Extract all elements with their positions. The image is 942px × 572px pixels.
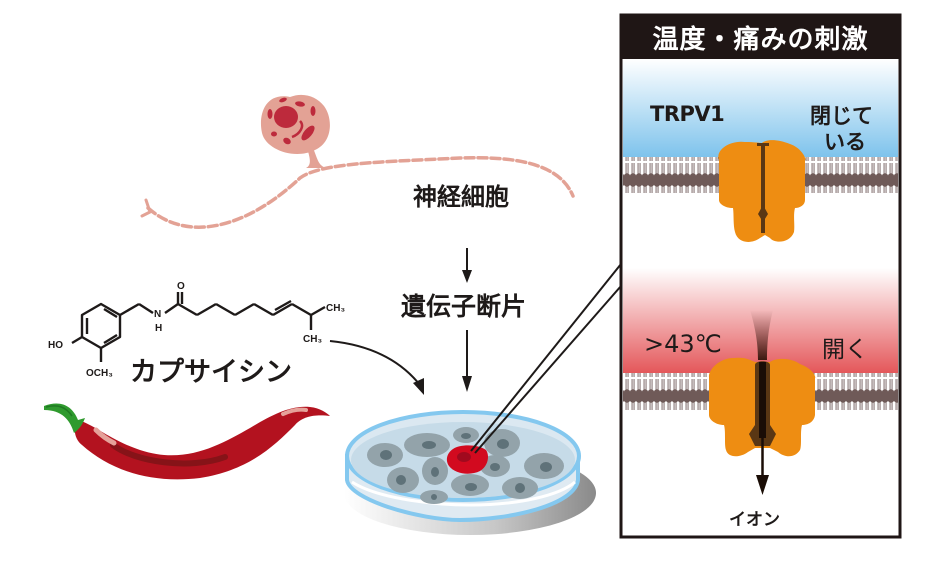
trpv1-channel-closed	[718, 140, 806, 242]
ion-flow-arrow	[756, 430, 769, 495]
atom-hydrogen: H	[155, 323, 162, 334]
capsaicin-atom-labels: O N H CH₃ CH₃ HO OCH₃	[48, 281, 345, 379]
neuron-axon	[146, 155, 575, 229]
neuron-dendrite-tip	[140, 198, 152, 218]
ion-label: イオン	[729, 510, 780, 530]
closed-state-label-line1: 閉じて	[810, 104, 873, 128]
pepper-body	[74, 406, 330, 480]
atom-oxygen: O	[177, 281, 185, 292]
pepper-stem	[44, 403, 85, 433]
capsaicin-structure	[71, 292, 326, 362]
trpv1-channel-open	[708, 357, 816, 457]
channel-name-label: TRPV1	[650, 102, 725, 126]
atom-methyl-2: CH₃	[303, 334, 322, 345]
cell-nuclei	[380, 433, 552, 500]
neuron-organelles	[267, 97, 316, 145]
temperature-threshold-label: >43℃	[644, 330, 722, 358]
gene-fragment-label: 遺伝子断片	[401, 292, 527, 321]
chili-pepper-illustration	[44, 403, 330, 480]
ion-stream	[750, 310, 773, 360]
callout-lines	[470, 263, 622, 454]
neuron-illustration	[140, 94, 575, 229]
atom-methoxy: OCH₃	[86, 368, 113, 379]
arrow-neuron-to-gene	[462, 248, 472, 283]
neuron-stalk	[306, 148, 326, 168]
closed-state-label-line2: いる	[824, 130, 866, 154]
flow-arrows	[329, 248, 472, 395]
arrow-capsaicin-to-dish	[329, 340, 424, 395]
capsaicin-label: カプサイシン	[130, 357, 292, 388]
panel-title: 温度・痛みの刺激	[621, 15, 900, 59]
open-state-label: 開く	[822, 337, 868, 363]
arrow-gene-to-dish	[462, 330, 472, 392]
trpv1-panel	[619, 13, 902, 539]
atom-methyl-1: CH₃	[326, 303, 345, 314]
petri-dish-illustration	[344, 410, 596, 535]
atom-hydroxyl: HO	[48, 340, 63, 351]
atom-nitrogen: N	[154, 309, 161, 320]
cool-region	[623, 59, 898, 157]
neuron-label: 神経細胞	[413, 183, 509, 211]
